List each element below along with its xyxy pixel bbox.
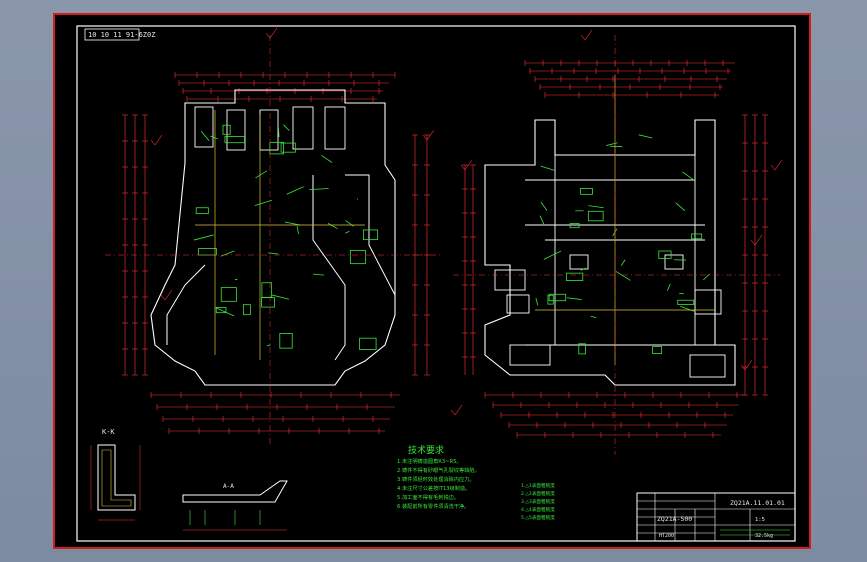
side-note-2: 2.△2表面粗糙度 — [521, 490, 555, 497]
part-number: ZQ21A-500 — [657, 515, 692, 523]
tech-note-4: 4.未注尺寸公差按IT13级制造。 — [397, 484, 470, 492]
side-note-4: 4.△4表面粗糙度 — [521, 506, 555, 513]
weight: 32.5kg — [755, 533, 773, 539]
tech-requirements: 技术要求 1.未注明铸造圆角R3~R5。 2.铸件不得有砂眼气孔裂纹等缺陷。 3… — [397, 444, 480, 510]
detail-a-a: A-A — [182, 480, 288, 531]
code-box-label: 10 10 11 91-6Z0Z — [88, 31, 155, 39]
section-label: K-K — [102, 428, 115, 436]
section-k-k: K-K — [90, 428, 141, 521]
tech-note-3: 3.铸件须经时效处理消除内应力。 — [397, 475, 475, 483]
drawing-viewport[interactable]: 10 10 11 91-6Z0Z — [53, 13, 811, 549]
drawing-number: ZQ21A.11.01.01 — [730, 499, 785, 507]
material: HT200 — [659, 533, 674, 539]
side-note-5: 5.△5表面粗糙度 — [521, 514, 555, 521]
surface-notes: 1.△1表面粗糙度 2.△2表面粗糙度 3.△3表面粗糙度 4.△4表面粗糙度 … — [521, 482, 555, 521]
tech-note-1: 1.未注明铸造圆角R3~R5。 — [397, 457, 462, 465]
detail-label: A-A — [223, 483, 234, 490]
tech-note-5: 5.加工面不得有毛刺锐边。 — [397, 493, 459, 501]
cad-drawing: 10 10 11 91-6Z0Z — [76, 25, 796, 542]
side-note-3: 3.△3表面粗糙度 — [521, 498, 555, 505]
front-view — [105, 35, 440, 445]
tech-title: 技术要求 — [408, 444, 444, 456]
side-view — [453, 35, 780, 455]
tech-note-6: 6.装配前所有零件须清洗干净。 — [397, 502, 469, 510]
tech-note-2: 2.铸件不得有砂眼气孔裂纹等缺陷。 — [397, 466, 480, 474]
scale: 1:5 — [755, 517, 765, 523]
side-note-1: 1.△1表面粗糙度 — [521, 482, 555, 489]
drawing-frame — [76, 25, 796, 542]
code-box: 10 10 11 91-6Z0Z — [84, 28, 155, 41]
title-block: ZQ21A.11.01.01 ZQ21A-500 HT200 1:5 32.5k… — [636, 492, 796, 542]
